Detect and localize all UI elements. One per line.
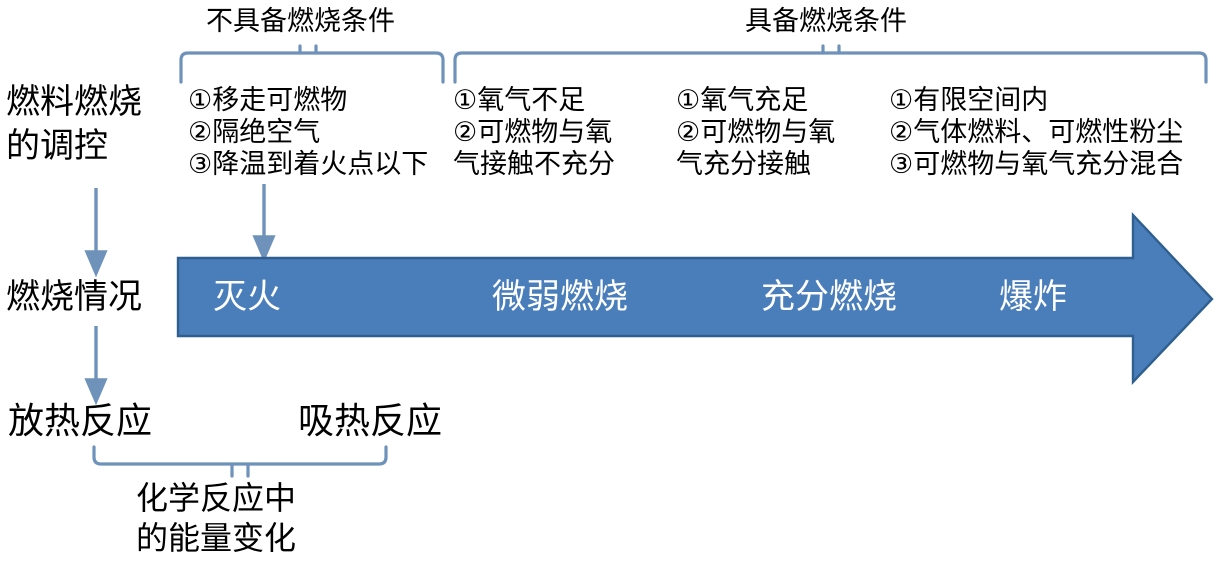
- banner-stage-explosion: 爆炸: [999, 277, 1067, 317]
- reaction-label-endothermic: 吸热反应: [298, 401, 443, 442]
- banner-stage-full-burning: 充分燃烧: [761, 277, 897, 317]
- bottom-caption-energy-change: 化学反应中 的能量变化: [136, 479, 297, 557]
- condition-column-explosion: ①有限空间内 ②气体燃料、可燃性粉尘 ③可燃物与氧气充分混合: [889, 85, 1184, 180]
- condition-column-weak-burning: ①氧气不足 ②可燃物与氧 气接触不充分: [453, 85, 615, 180]
- arrow-column-to-banner: [252, 184, 276, 263]
- arrow-control-to-situation: [84, 188, 108, 278]
- group-heading-no-conditions: 不具备燃烧条件: [206, 6, 395, 37]
- condition-column-full-burning: ①氧气充足 ②可燃物与氧 气充分接触: [676, 85, 836, 180]
- bracket-no-conditions: [179, 44, 445, 84]
- bracket-energy-change: [92, 445, 388, 478]
- banner-stage-extinguish: 灭火: [213, 277, 281, 317]
- banner-stage-weak-burning: 微弱燃烧: [492, 277, 628, 317]
- reaction-label-exothermic: 放热反应: [8, 401, 153, 442]
- group-heading-has-conditions: 具备燃烧条件: [745, 6, 907, 37]
- row-label-combustion-situation: 燃烧情况: [6, 277, 142, 317]
- arrow-situation-to-reaction: [84, 326, 108, 406]
- condition-column-extinguish: ①移走可燃物 ②隔绝空气 ③降温到着火点以下: [188, 85, 429, 180]
- row-label-fuel-combustion-control: 燃料燃烧 的调控: [6, 82, 142, 166]
- bracket-has-conditions: [453, 44, 1208, 84]
